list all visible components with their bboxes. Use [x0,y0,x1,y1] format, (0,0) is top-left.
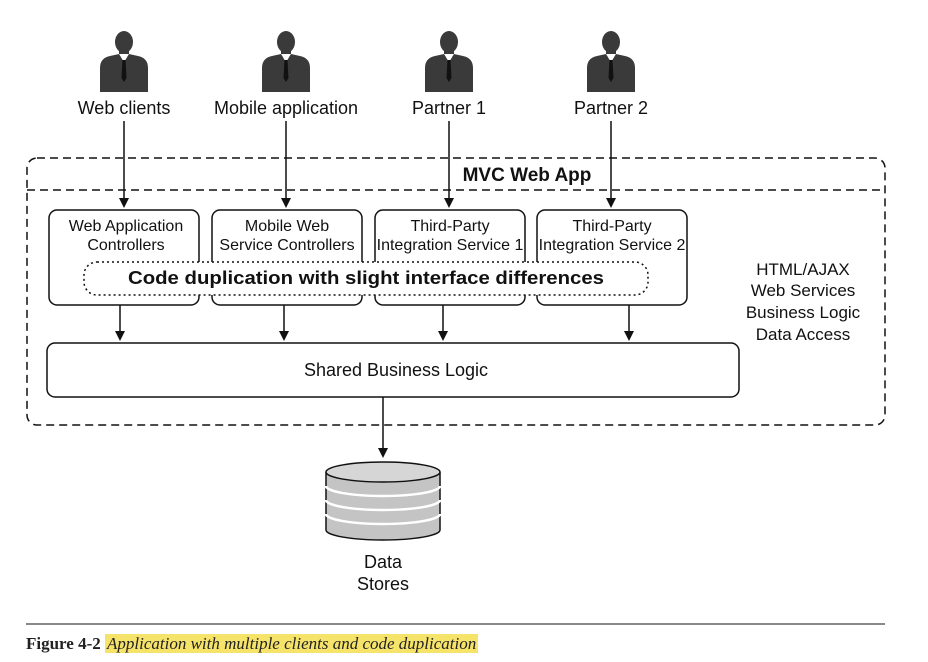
layer-label-business-logic: Business Logic [746,303,861,322]
database-icon [324,461,442,541]
shared-business-logic-box [46,342,740,398]
figure-number: Figure 4-2 [26,634,101,653]
client-label-partner-1: Partner 1 [412,98,486,118]
controller-label-integration-1-line2: Integration Service 1 [377,237,524,254]
mvc-web-app-boundary [26,157,886,426]
person-icon-web-clients [100,31,148,92]
layer-label-html-ajax: HTML/AJAX [756,260,850,279]
person-icon-partner-1 [425,31,473,92]
controller-label-web-application-line1: Web Application [69,218,183,235]
controller-label-integration-2-line1: Third-Party [572,218,651,235]
data-stores-label-line2: Stores [357,574,409,594]
data-stores-label-line1: Data [364,552,403,572]
code-duplication-note: Code duplication with slight interface d… [128,268,604,288]
figure-caption: Figure 4-2 Application with multiple cli… [26,634,479,654]
code-duplication-callout [83,261,649,296]
controller-label-mobile-web-line2: Service Controllers [219,237,354,254]
layer-label-data-access: Data Access [756,325,851,344]
controller-label-integration-1-line1: Third-Party [410,218,489,235]
shared-business-logic-label: Shared Business Logic [304,360,488,380]
client-label-partner-2: Partner 2 [574,98,648,118]
mvc-web-app-title: MVC Web App [463,165,592,186]
person-icon-partner-2 [587,31,635,92]
person-icon-mobile-application [262,31,310,92]
layer-label-web-services: Web Services [751,281,856,300]
figure-caption-text: Application with multiple clients and co… [105,634,479,653]
controller-label-integration-2-line2: Integration Service 2 [539,237,686,254]
client-label-mobile-application: Mobile application [214,98,358,118]
controller-label-web-application-line2: Controllers [87,237,164,254]
client-label-web-clients: Web clients [78,98,171,118]
controller-label-mobile-web-line1: Mobile Web [245,218,329,235]
